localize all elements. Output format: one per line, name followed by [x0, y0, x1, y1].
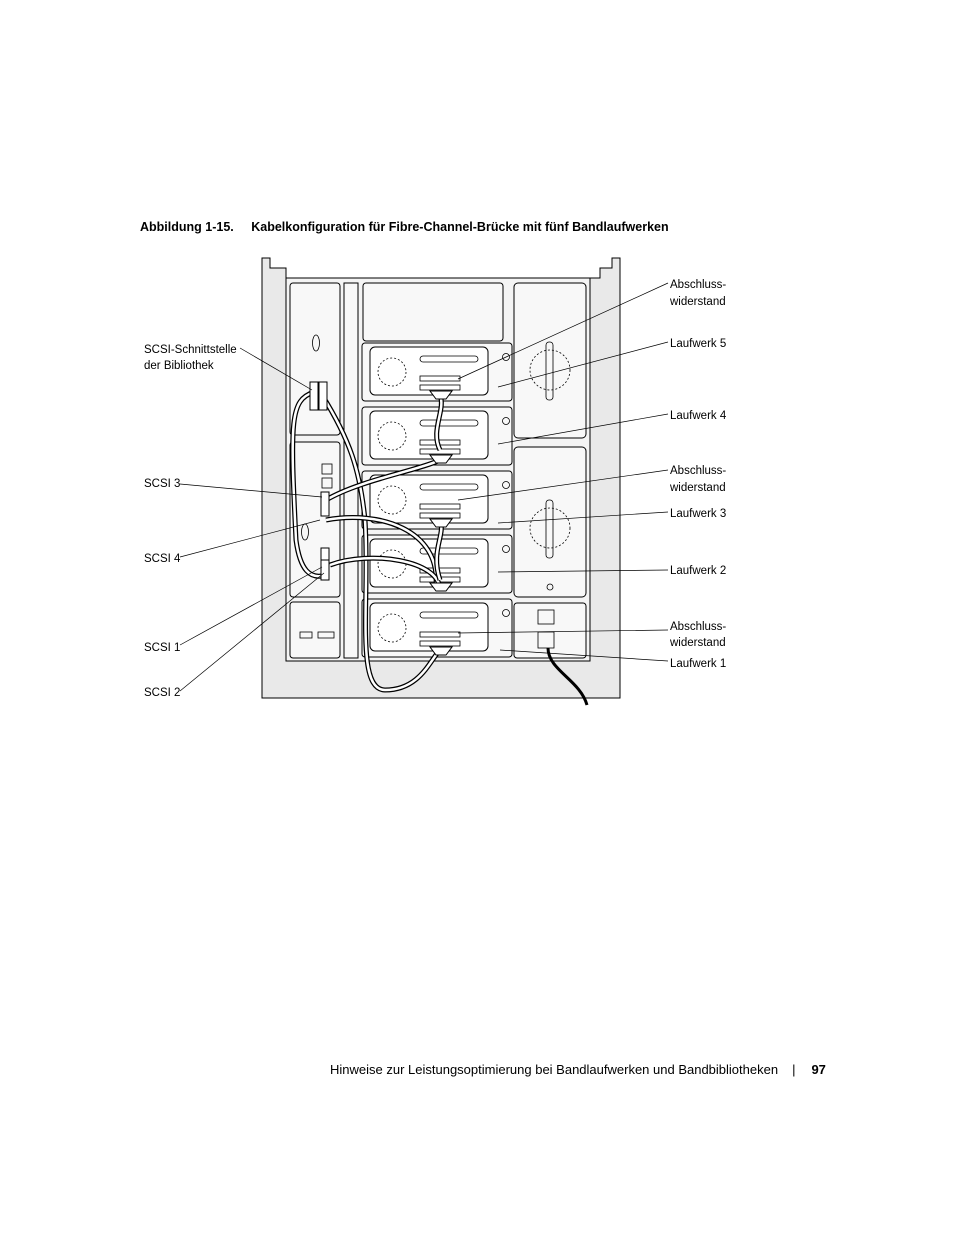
label-scsi4: SCSI 4: [144, 553, 181, 565]
label-scsi-interface-1: SCSI-Schnittstelle: [144, 344, 237, 356]
drive-1: [361, 598, 513, 658]
drive-5: [361, 342, 513, 402]
label-terminator-a-2: widerstand: [669, 296, 726, 308]
label-drive4: Laufwerk 4: [670, 410, 727, 422]
page-number: 97: [811, 1062, 826, 1077]
label-scsi2: SCSI 2: [144, 687, 180, 699]
label-drive1: Laufwerk 1: [670, 658, 726, 670]
drive-3: [361, 470, 513, 530]
drive-details: [299, 334, 571, 649]
label-drive3: Laufwerk 3: [670, 508, 726, 520]
label-scsi1: SCSI 1: [144, 642, 180, 654]
power-switch-module: [513, 602, 587, 659]
label-terminator-c-1: Abschluss-: [670, 621, 726, 633]
figure-number: Abbildung 1-15.: [140, 220, 234, 234]
figure-title: Kabelkonfiguration für Fibre-Channel-Brü…: [251, 220, 669, 234]
left-module-bottom: [289, 601, 341, 659]
leader-lines: [179, 282, 669, 692]
power-supply-top: [513, 282, 587, 439]
footer-separator: |: [792, 1062, 796, 1077]
label-terminator-a-1: Abschluss-: [670, 279, 726, 291]
figure-caption: Abbildung 1-15. Kabelkonfiguration für F…: [140, 220, 669, 234]
label-scsi3: SCSI 3: [144, 478, 180, 490]
label-terminator-c-2: widerstand: [669, 637, 726, 649]
connectors: [309, 381, 453, 656]
label-terminator-b-2: widerstand: [669, 482, 726, 494]
power-supply-bottom: [513, 446, 587, 598]
label-scsi-interface-2: der Bibliothek: [144, 360, 214, 372]
label-drive5: Laufwerk 5: [670, 338, 726, 350]
footer-title: Hinweise zur Leistungsoptimierung bei Ba…: [330, 1062, 779, 1077]
label-terminator-b-1: Abschluss-: [670, 465, 726, 477]
label-drive2: Laufwerk 2: [670, 565, 726, 577]
page-footer: Hinweise zur Leistungsoptimierung bei Ba…: [330, 1062, 826, 1077]
